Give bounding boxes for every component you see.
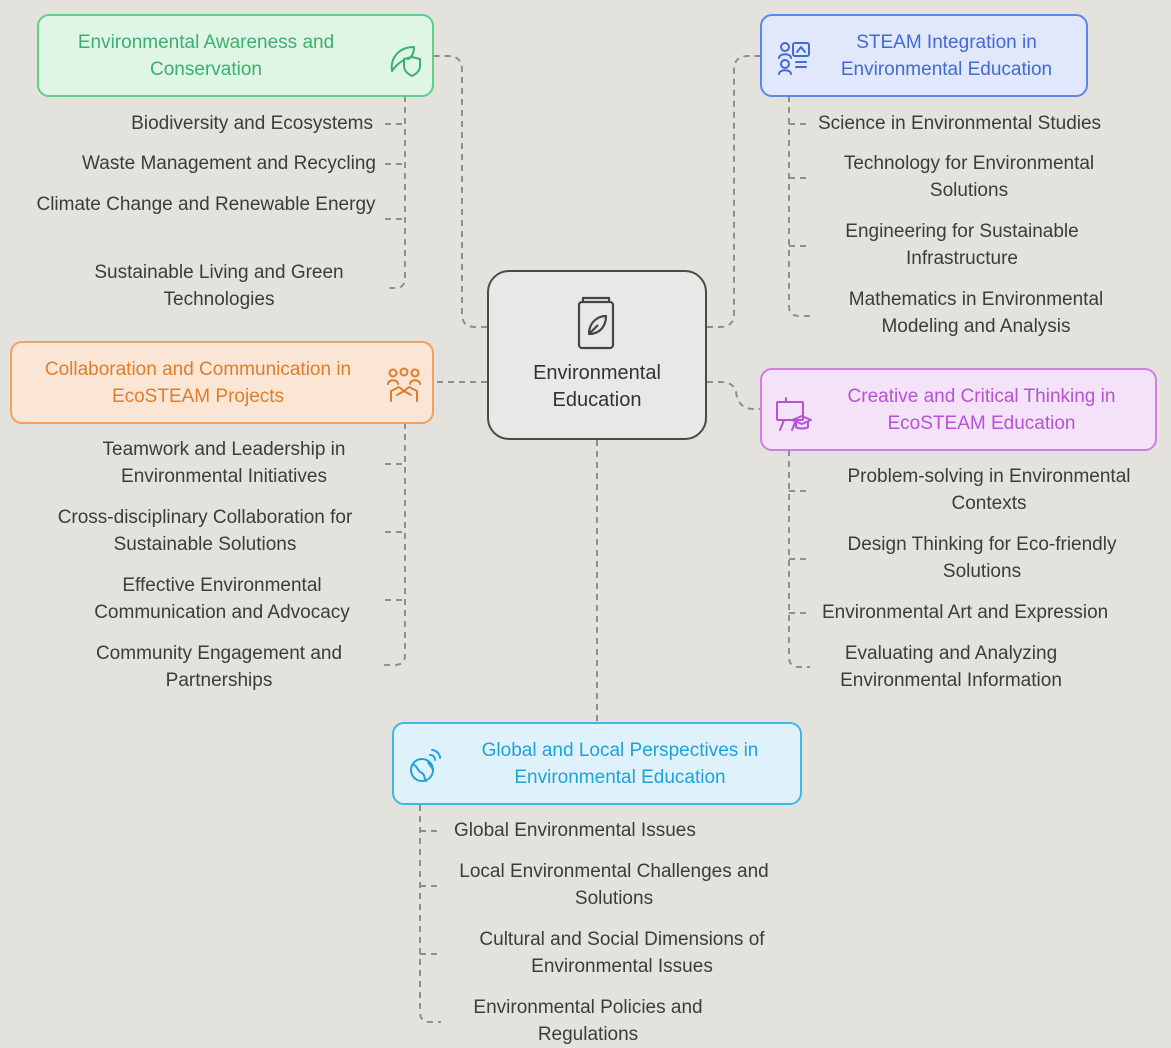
collaboration-item-4: Community Engagement and Partnerships [95, 643, 343, 691]
branch-creative: Creative and Critical Thinking in EcoSTE… [760, 368, 1157, 451]
awareness-item-2: Waste Management and Recycling [82, 153, 376, 174]
steam-people-icon [778, 42, 810, 75]
branch-creative-title: Creative and Critical Thinking in EcoSTE… [847, 385, 1116, 434]
branch-steam: STEAM Integration in Environmental Educa… [760, 14, 1088, 97]
branch-awareness: Environmental Awareness and Conservation [37, 14, 434, 97]
branch-steam-title: STEAM Integration in Environmental Educa… [840, 31, 1053, 80]
easel-hat-icon [776, 397, 812, 431]
steam-item-2: Technology for Environmental Solutions [843, 153, 1095, 201]
leaf-shield-icon [390, 46, 421, 77]
branch-awareness-title: Environmental Awareness and Conservation [77, 31, 335, 80]
steam-item-4: Mathematics in Environmental Modeling an… [848, 289, 1104, 337]
team-hands-icon [387, 367, 421, 402]
awareness-item-3: Climate Change and Renewable Energy [36, 194, 376, 215]
creative-item-1: Problem-solving in Environmental Context… [847, 466, 1131, 514]
global-item-2: Local Environmental Challenges and Solut… [459, 861, 769, 909]
awareness-item-4: Sustainable Living and Green Technologie… [94, 262, 344, 310]
global-item-1: Global Environmental Issues [454, 820, 696, 841]
creative-item-4: Evaluating and Analyzing Environmental I… [840, 643, 1062, 691]
steam-item-1: Science in Environmental Studies [818, 113, 1102, 134]
globe-hand-icon [410, 749, 441, 782]
leaf-book-icon [577, 296, 615, 350]
steam-item-3: Engineering for Sustainable Infrastructu… [845, 221, 1079, 269]
branch-global: Global and Local Perspectives in Environ… [392, 722, 802, 805]
awareness-item-1: Biodiversity and Ecosystems [131, 113, 373, 134]
collaboration-item-3: Effective Environmental Communication an… [94, 575, 350, 623]
branch-collaboration-title: Collaboration and Communication in EcoST… [44, 358, 352, 407]
branch-global-title: Global and Local Perspectives in Environ… [481, 739, 759, 788]
center-label: Environmental Education [533, 362, 661, 411]
center-node: Environmental Education [487, 270, 707, 440]
collaboration-item-1: Teamwork and Leadership in Environmental… [102, 439, 346, 487]
branch-collaboration: Collaboration and Communication in EcoST… [10, 341, 434, 424]
collaboration-item-2: Cross-disciplinary Collaboration for Sus… [57, 507, 353, 555]
global-item-3: Cultural and Social Dimensions of Enviro… [479, 929, 765, 977]
global-item-4: Environmental Policies and Regulations [473, 997, 703, 1045]
creative-item-3: Environmental Art and Expression [822, 602, 1109, 623]
creative-item-2: Design Thinking for Eco-friendly Solutio… [847, 534, 1117, 582]
